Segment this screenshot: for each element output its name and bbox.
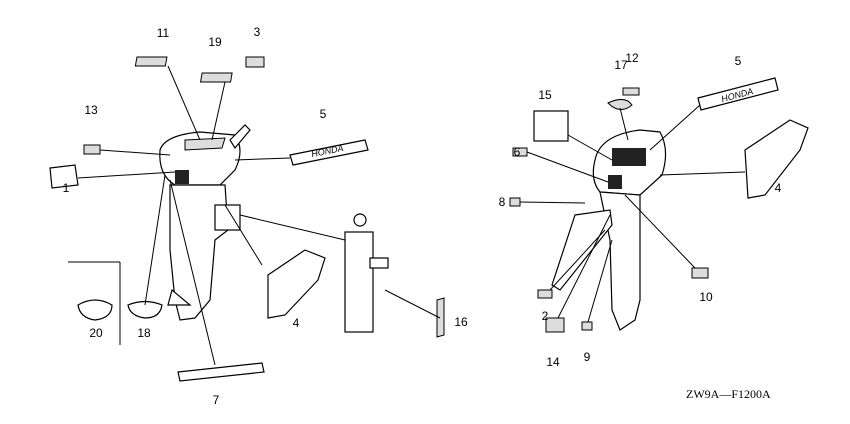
diagram-code: ZW9A—F1200A — [686, 387, 771, 401]
right-outboard-motor — [551, 129, 667, 331]
part-15 — [533, 110, 569, 142]
callout-4: 4 — [293, 316, 300, 330]
part-17 — [607, 99, 633, 110]
callout-12: 12 — [625, 51, 639, 65]
part-12 — [622, 87, 640, 96]
part-9 — [581, 321, 593, 331]
part-16-cylinder — [344, 213, 389, 333]
part-5-honda-decal — [289, 139, 369, 166]
part-20 — [77, 299, 113, 321]
callout-9: 9 — [584, 350, 591, 364]
callout-8: 8 — [499, 195, 506, 209]
callout-3: 3 — [254, 25, 261, 39]
part-13 — [83, 144, 101, 155]
part-16-label — [436, 297, 445, 338]
callout-5-right: 5 — [735, 54, 742, 68]
leader-lines — [77, 65, 746, 366]
callout-17: 17 — [614, 58, 628, 72]
callout-11: 11 — [157, 26, 170, 40]
part-11 — [134, 56, 168, 67]
callouts-left: 11 19 3 13 5 1 20 18 4 7 16 — [63, 25, 468, 407]
callout-10: 10 — [699, 290, 713, 304]
callout-7: 7 — [213, 393, 220, 407]
callout-16: 16 — [454, 315, 468, 329]
part-1 — [49, 164, 79, 189]
callout-4-right: 4 — [775, 181, 782, 195]
callout-5: 5 — [320, 107, 327, 121]
part-4-bracket — [267, 249, 326, 319]
part-2 — [537, 289, 553, 299]
part-10 — [691, 267, 709, 279]
callout-20: 20 — [89, 326, 103, 340]
callout-2: 2 — [542, 309, 549, 323]
callouts-right: 15 17 12 5 6 8 4 2 10 14 9 — [499, 51, 782, 369]
callout-13: 13 — [84, 103, 98, 117]
callout-6: 6 — [514, 145, 521, 159]
part-8 — [509, 197, 521, 207]
callout-1: 1 — [63, 181, 70, 195]
callout-18: 18 — [137, 326, 151, 340]
part-3 — [245, 56, 265, 68]
callout-19: 19 — [208, 35, 222, 49]
part-19 — [199, 72, 233, 83]
part-18 — [127, 300, 163, 319]
part-4-bracket-right — [744, 119, 809, 199]
part-5-honda-decal-right — [697, 77, 779, 111]
callout-15: 15 — [538, 88, 552, 102]
part-7-decal — [177, 362, 265, 382]
left-outboard-motor — [159, 124, 251, 321]
callout-14: 14 — [546, 355, 560, 369]
part-14 — [545, 317, 565, 333]
